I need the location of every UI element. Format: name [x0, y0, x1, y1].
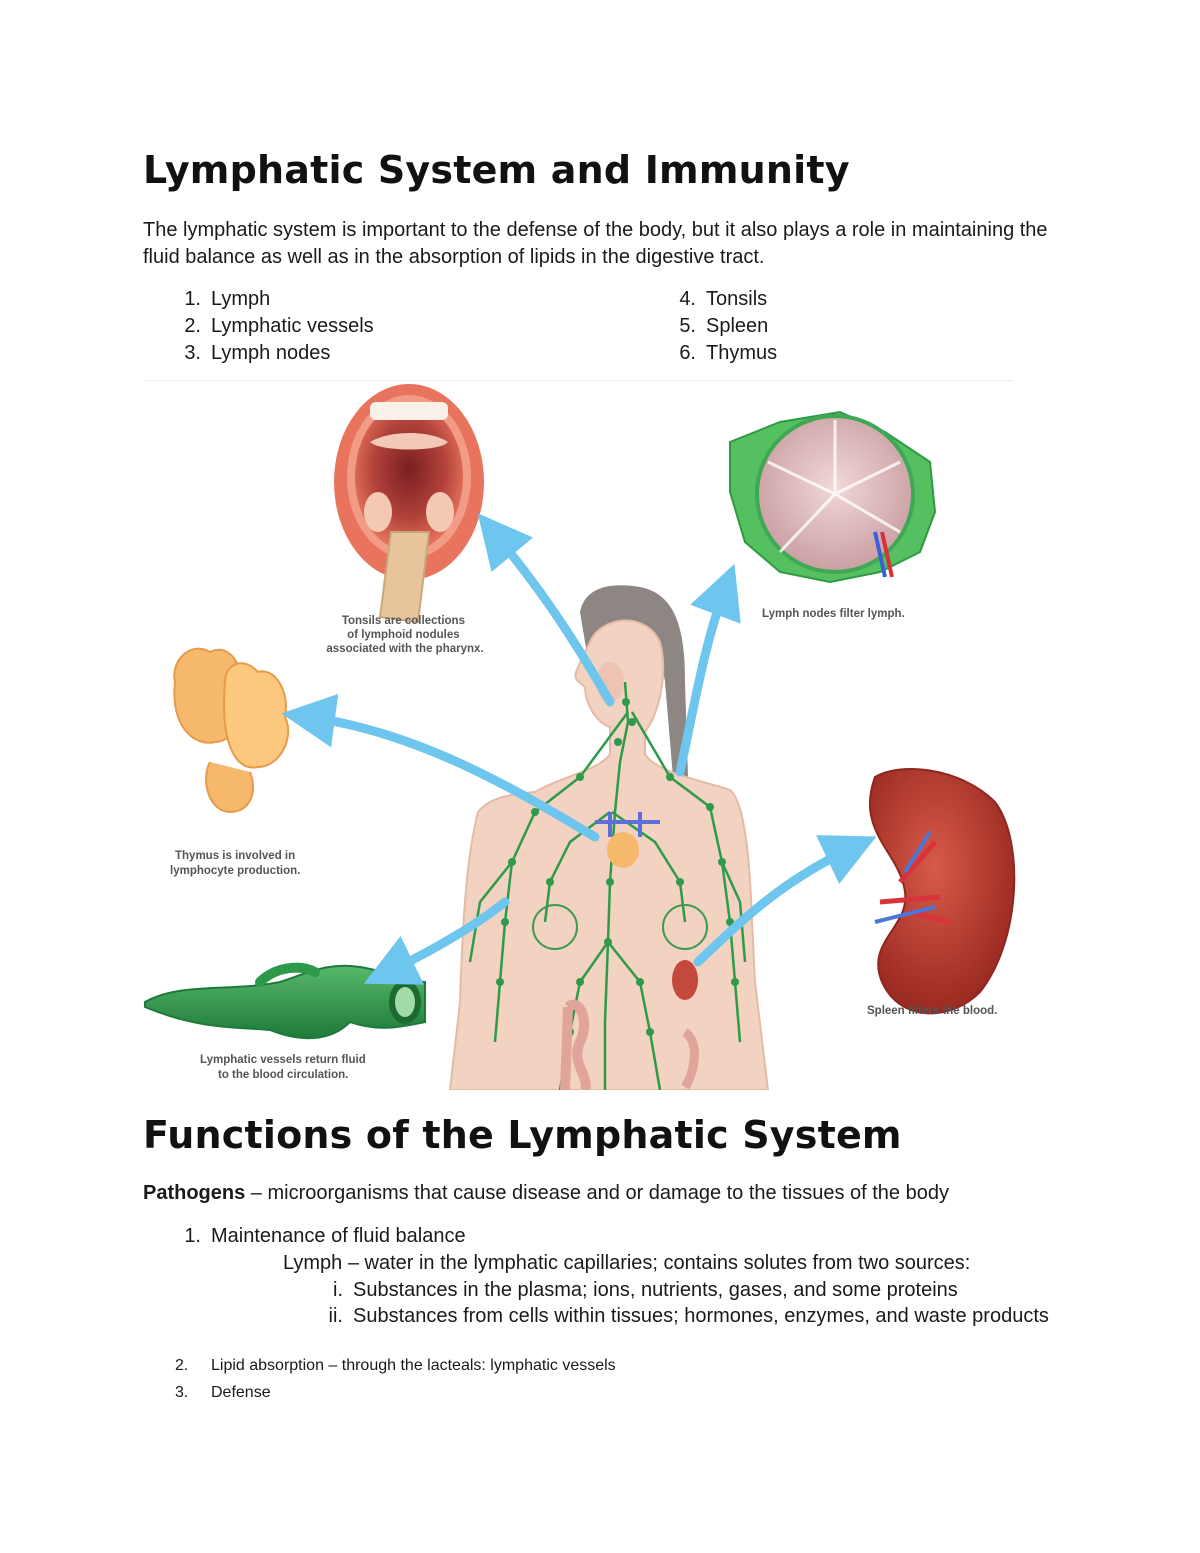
lymphatic-vessel-illustration [144, 962, 426, 1040]
lymphatic-system-illustration: Tonsils are collections of lymphoid nodu… [144, 384, 1016, 1090]
sub-item-number: ii. [328, 1305, 343, 1327]
connector-arrows [281, 513, 877, 985]
lymph-nodes-dots [496, 698, 739, 1036]
chest-vessels [595, 812, 660, 837]
caption-lymphatic-vessels: Lymphatic vessels return fluid to the bl… [200, 1054, 369, 1081]
list-item: 3.Lymph nodes [184, 342, 331, 364]
section-title-lymphatic-system: Lymphatic System and Immunity [143, 148, 850, 192]
breast-lymph-right [662, 904, 708, 950]
breast-lymph-left [532, 904, 578, 950]
sub-item-plasma: Substances in the plasma; ions, nutrient… [353, 1279, 958, 1301]
spleen-illustration [869, 768, 1016, 1015]
lymph-node-illustration [729, 410, 937, 584]
pathogens-definition: Pathogens – microorganisms that cause di… [143, 1180, 1061, 1207]
caption-lymph-nodes: Lymph nodes filter lymph. [762, 608, 905, 620]
list-item: 2. Lipid absorption – through the lactea… [175, 1357, 616, 1374]
components-list-left: 1.Lymph 2.Lymphatic vessels 3.Lymph node… [175, 286, 374, 367]
list-item: 2.Lymphatic vessels [184, 315, 374, 337]
components-list-right: 4.Tonsils 5.Spleen 6.Thymus [670, 286, 777, 367]
caption-tonsils: Tonsils are collections of lymphoid nodu… [326, 615, 483, 655]
pathogens-text: – microorganisms that cause disease and … [245, 1182, 949, 1204]
tonsils-mouth-illustration [334, 384, 484, 624]
sub-item-cells: Substances from cells within tissues; ho… [353, 1305, 1049, 1327]
pathogens-term: Pathogens [143, 1182, 246, 1204]
lymph-definition: Lymph – water in the lymphatic capillari… [283, 1252, 971, 1274]
list-item: 1.Lymph [184, 288, 271, 310]
divider [143, 380, 1013, 381]
caption-thymus: Thymus is involved in lymphocyte product… [170, 850, 300, 877]
caption-spleen: Spleen filters the blood. [867, 1005, 997, 1017]
list-item: 5.Spleen [679, 315, 769, 337]
section-title-functions: Functions of the Lymphatic System [143, 1113, 902, 1157]
intro-paragraph: The lymphatic system is important to the… [143, 219, 1048, 268]
list-item: 4.Tonsils [679, 288, 768, 310]
body-thymus-shape [607, 832, 639, 868]
list-item: 6.Thymus [679, 342, 778, 364]
kidney-shape [681, 1028, 699, 1090]
sub-item-number: i. [333, 1279, 343, 1301]
intestine-shape [560, 999, 591, 1090]
list-item: 3. Defense [175, 1384, 271, 1401]
thymus-illustration [173, 647, 290, 814]
body-spleen-shape [672, 960, 698, 1000]
